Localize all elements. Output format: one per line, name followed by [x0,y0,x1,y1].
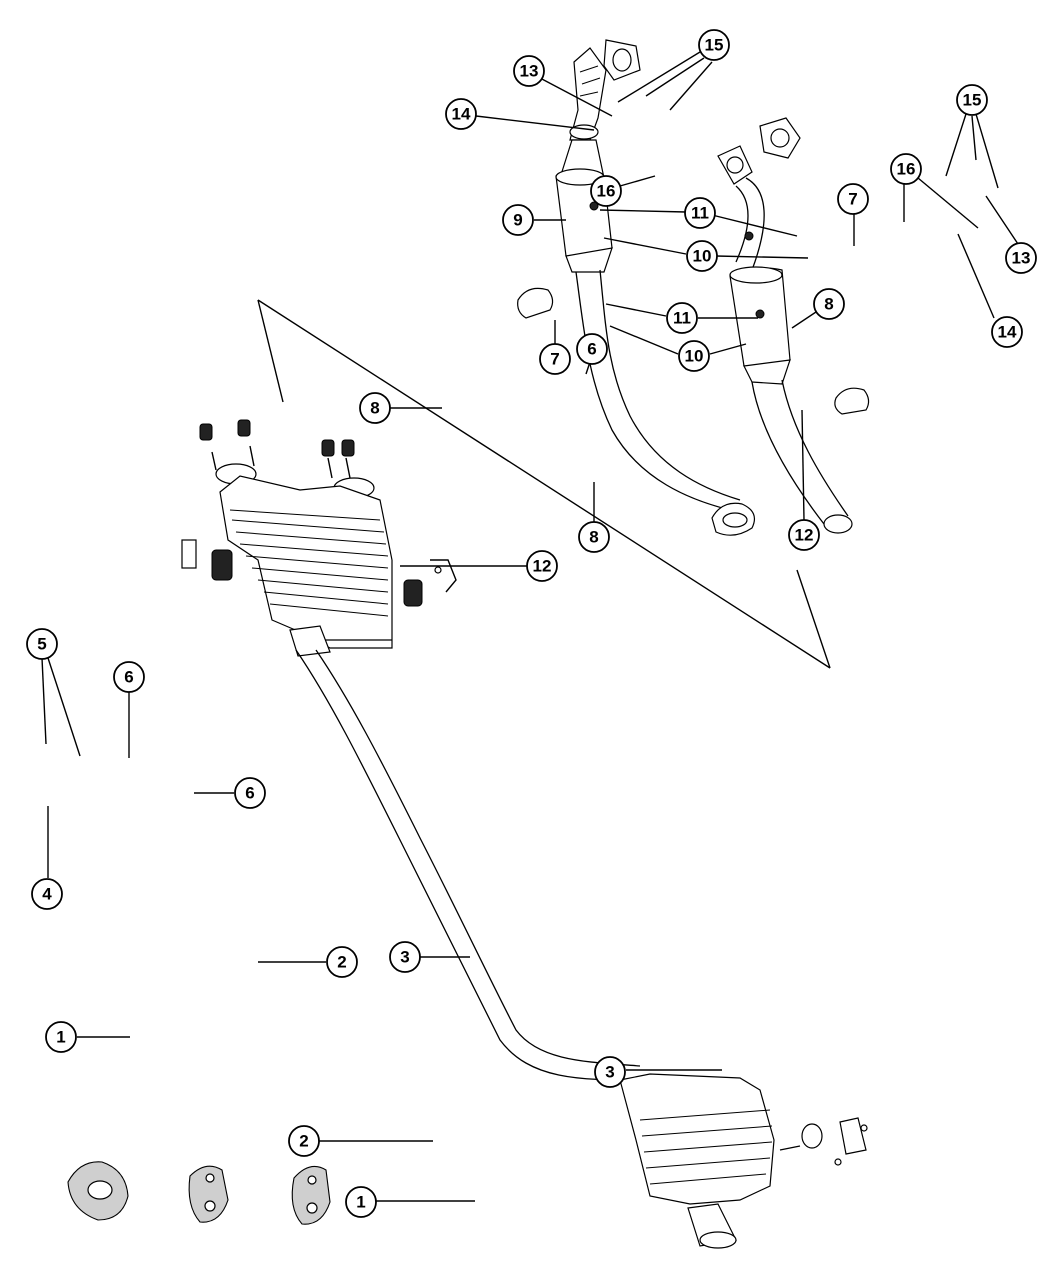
callout-7-left: 7 [539,343,571,375]
bolt-icon [199,419,355,479]
callout-1-upper: 1 [45,1021,77,1053]
svg-text:16: 16 [597,182,616,201]
svg-text:14: 14 [452,105,471,124]
svg-text:11: 11 [691,204,709,223]
callout-6-top: 6 [576,333,608,365]
isolator-icon [211,549,233,581]
clamp-icon [834,387,870,415]
callout-14-right: 14 [991,316,1023,348]
svg-text:1: 1 [356,1193,365,1212]
svg-text:13: 13 [520,62,539,81]
svg-text:9: 9 [513,211,522,230]
callout-8-mid: 8 [578,521,610,553]
callout-8-right: 8 [813,288,845,320]
callout-4: 4 [31,878,63,910]
svg-text:15: 15 [963,91,982,110]
callout-8-upper: 8 [359,392,391,424]
svg-text:8: 8 [370,399,379,418]
svg-text:7: 7 [550,350,559,369]
callout-6-left-upper: 6 [113,661,145,693]
svg-text:3: 3 [400,948,409,967]
svg-text:2: 2 [337,953,346,972]
callout-13-top: 13 [513,55,545,87]
callout-10-upper: 10 [686,240,718,272]
clamp-icon [517,287,554,319]
leader-lines [41,51,1019,1202]
svg-text:10: 10 [693,247,712,266]
callout-9: 9 [502,204,534,236]
callout-5: 5 [26,628,58,660]
muffler-icon [619,1073,775,1205]
callout-12-right: 12 [788,519,820,551]
svg-text:8: 8 [824,295,833,314]
svg-text:6: 6 [124,668,133,687]
detail-frame-lines [257,299,831,669]
svg-text:15: 15 [705,36,724,55]
callout-10-lower: 10 [678,340,710,372]
upper-catalytic-converter-assembly [517,39,870,536]
callouts: 15 13 14 16 9 11 10 11 10 8 7 7 6 15 16 [26,29,1037,1218]
svg-text:6: 6 [245,784,254,803]
svg-text:2: 2 [299,1132,308,1151]
svg-text:3: 3 [605,1063,614,1082]
svg-text:6: 6 [587,340,596,359]
svg-text:11: 11 [673,309,691,328]
callout-3-upper: 3 [389,941,421,973]
callout-11-upper: 11 [684,197,716,229]
callout-3-lower: 3 [594,1056,626,1088]
isolator-icon [291,1165,331,1225]
callout-13-right: 13 [1005,242,1037,274]
callout-15-right: 15 [956,84,988,116]
callout-2-upper: 2 [326,946,358,978]
front-converter-assembly [181,419,457,657]
callout-6-left-lower: 6 [234,777,266,809]
callout-15-top: 15 [698,29,730,61]
hanger-parts [67,1161,331,1225]
svg-text:4: 4 [42,885,52,904]
svg-text:14: 14 [998,323,1017,342]
isolator-icon [188,1165,229,1223]
svg-text:8: 8 [589,528,598,547]
svg-text:5: 5 [37,635,46,654]
svg-text:13: 13 [1012,249,1031,268]
callout-7-right: 7 [837,183,869,215]
callout-16-top: 16 [590,175,622,207]
callout-12-left: 12 [526,550,558,582]
svg-text:7: 7 [848,190,857,209]
svg-text:1: 1 [56,1028,65,1047]
isolator-icon [403,579,423,607]
muffler-assembly [619,1073,868,1249]
callout-14-top: 14 [445,98,477,130]
svg-text:12: 12 [533,557,552,576]
svg-text:10: 10 [685,347,704,366]
svg-text:12: 12 [795,526,814,545]
callout-16-right: 16 [890,153,922,185]
svg-text:16: 16 [897,160,916,179]
callout-2-lower: 2 [288,1125,320,1157]
callout-1-lower: 1 [345,1186,377,1218]
callout-11-lower: 11 [666,302,698,334]
intermediate-pipe [295,649,641,1081]
